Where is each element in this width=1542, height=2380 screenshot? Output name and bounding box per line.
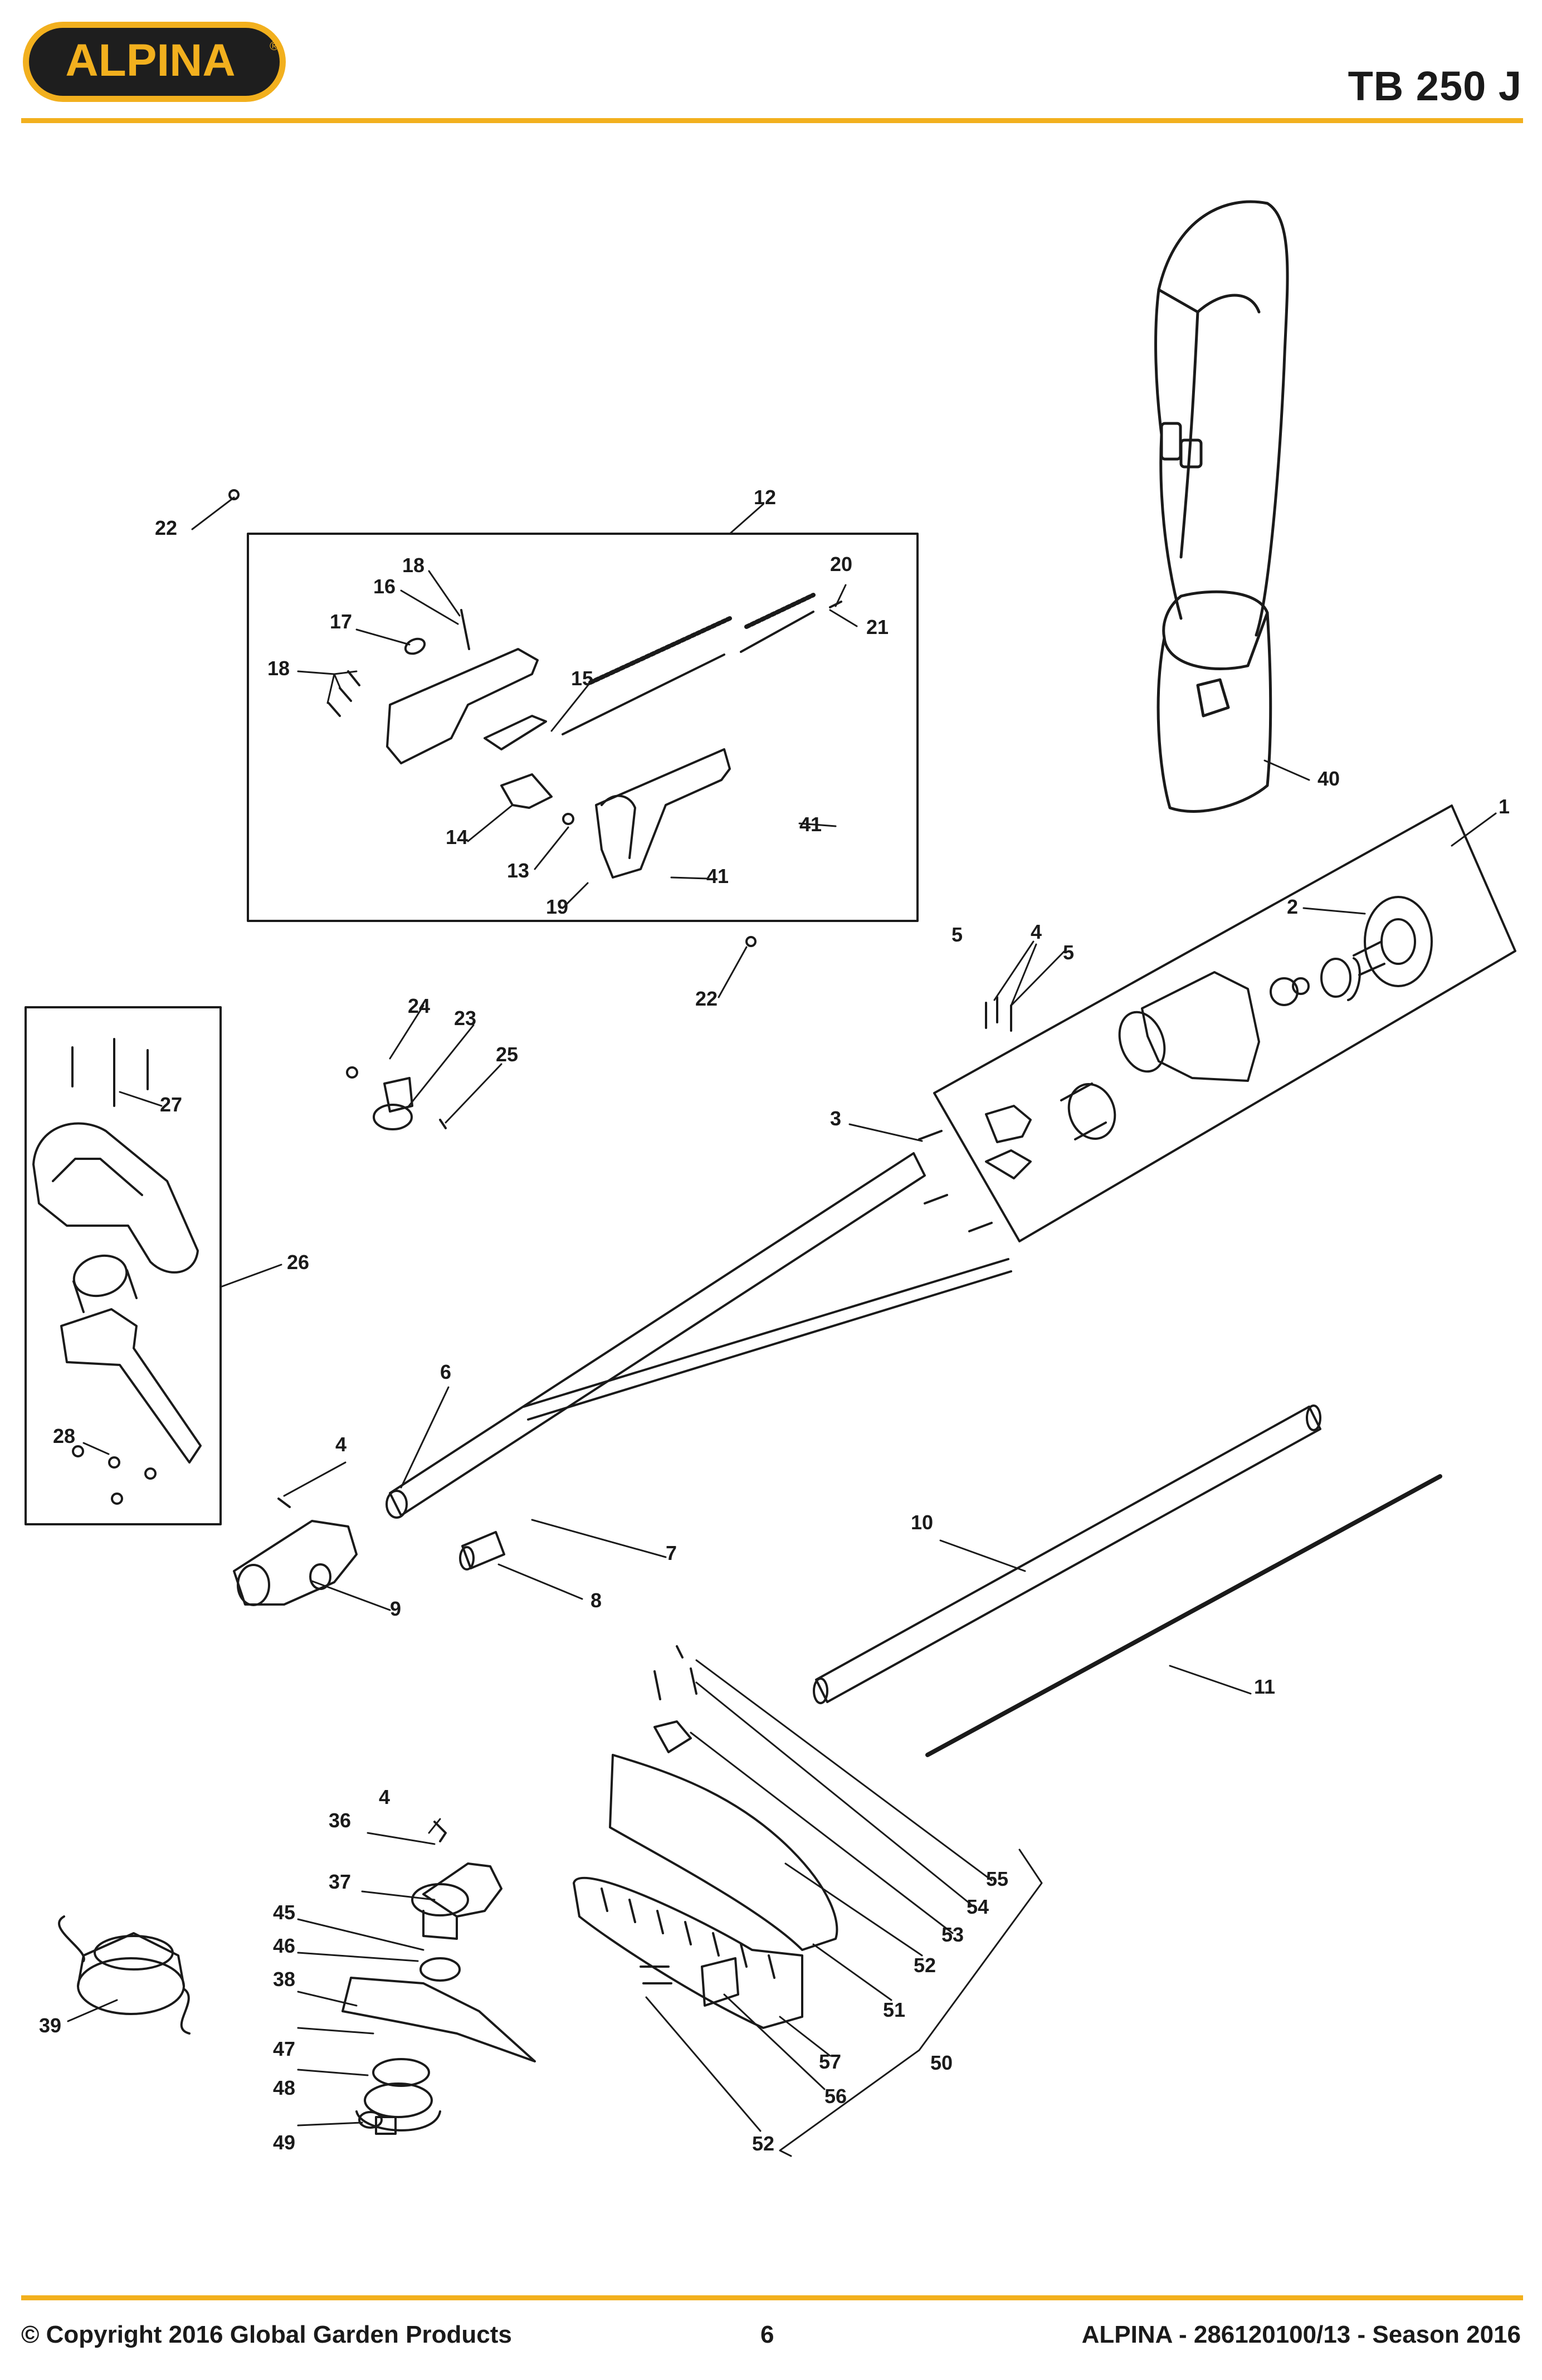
callout-45: 45 xyxy=(273,1901,295,1924)
callout-52b: 52 xyxy=(752,2132,774,2155)
lower-tube-part xyxy=(813,1404,1442,1757)
callout-40: 40 xyxy=(1317,767,1340,790)
callout-56: 56 xyxy=(824,2085,847,2108)
callout-4d: 4 xyxy=(379,1786,390,1808)
callout-21: 21 xyxy=(866,616,889,638)
callout-15: 15 xyxy=(571,667,593,690)
callout-48: 48 xyxy=(273,2076,295,2099)
callout-25: 25 xyxy=(496,1043,518,1066)
page-footer: © Copyright 2016 Global Garden Products … xyxy=(0,2295,1542,2380)
callout-57: 57 xyxy=(819,2050,841,2073)
header-divider xyxy=(21,118,1523,123)
callout-24: 24 xyxy=(408,994,430,1017)
callout-51: 51 xyxy=(883,1998,905,2021)
callout-52: 52 xyxy=(914,1954,936,1977)
coupling-part xyxy=(233,1520,505,1606)
group-frame-1 xyxy=(933,804,1516,1242)
callout-41: 41 xyxy=(799,813,822,836)
alpina-logo: ALPINA ® xyxy=(23,22,286,102)
callout-8: 8 xyxy=(591,1589,602,1612)
callout-23: 23 xyxy=(454,1007,476,1030)
gear-head-part xyxy=(341,1821,536,2135)
copyright-text: © Copyright 2016 Global Garden Products xyxy=(21,2321,512,2348)
callout-9: 9 xyxy=(390,1597,401,1620)
group-frame-26 xyxy=(25,1006,222,1525)
callout-3: 3 xyxy=(830,1107,841,1130)
callout-22b: 22 xyxy=(695,987,718,1010)
callout-55: 55 xyxy=(986,1867,1008,1890)
callout-5: 5 xyxy=(951,923,963,946)
logo-registered-mark: ® xyxy=(270,39,279,53)
trimmer-head-part xyxy=(58,1915,191,2035)
callout-4: 4 xyxy=(1031,920,1042,943)
callout-numbers: 1 2 3 4 5 5 6 7 8 9 10 11 12 13 14 15 16… xyxy=(39,486,1510,2155)
guard-part xyxy=(573,1645,838,2029)
logo-wordmark: ALPINA xyxy=(65,35,235,86)
footer-divider xyxy=(21,2295,1523,2300)
callout-1: 1 xyxy=(1499,795,1510,818)
callout-20: 20 xyxy=(830,553,852,576)
callout-47: 47 xyxy=(273,2037,295,2060)
callout-13: 13 xyxy=(507,859,529,882)
callout-4c: 4 xyxy=(335,1433,347,1456)
leader-lines xyxy=(67,496,1497,2157)
handle-part xyxy=(32,1038,202,1505)
harness-part xyxy=(1154,200,1289,813)
callout-28: 28 xyxy=(53,1425,75,1447)
page-number: 6 xyxy=(760,2321,774,2348)
clutch-housing-part xyxy=(985,896,1433,1179)
model-title: TB 250 J xyxy=(1348,63,1522,109)
callout-18: 18 xyxy=(402,554,424,577)
callout-26: 26 xyxy=(287,1251,309,1274)
callout-41b: 41 xyxy=(706,865,729,887)
callout-39: 39 xyxy=(39,2014,61,2037)
callout-5b: 5 xyxy=(1063,941,1074,964)
screw-set xyxy=(277,996,1012,1508)
callout-22: 22 xyxy=(155,516,177,539)
callout-6: 6 xyxy=(440,1360,451,1383)
callout-12: 12 xyxy=(754,486,776,509)
page-header: ALPINA ® TB 250 J xyxy=(0,0,1542,128)
callout-36: 36 xyxy=(329,1809,351,1832)
callout-49: 49 xyxy=(273,2131,295,2154)
callout-10: 10 xyxy=(911,1511,933,1534)
callout-54: 54 xyxy=(967,1895,989,1918)
document-reference: ALPINA - 286120100/13 - Season 2016 xyxy=(1081,2321,1521,2348)
callout-38: 38 xyxy=(273,1968,295,1991)
callout-14: 14 xyxy=(446,826,468,848)
callout-17: 17 xyxy=(330,610,352,633)
shaft-tube-part xyxy=(386,1152,1012,1519)
callout-27: 27 xyxy=(160,1093,182,1116)
callout-19: 19 xyxy=(546,895,568,918)
callout-50: 50 xyxy=(930,2051,953,2074)
callout-18b: 18 xyxy=(267,657,290,680)
callout-2: 2 xyxy=(1287,895,1298,918)
callout-16: 16 xyxy=(373,575,396,598)
callout-37: 37 xyxy=(329,1870,351,1893)
engine-housing-part xyxy=(328,593,842,879)
group-frame-12 xyxy=(247,533,919,922)
callout-46: 46 xyxy=(273,1934,295,1957)
callout-11: 11 xyxy=(1254,1675,1275,1698)
callout-7: 7 xyxy=(666,1542,677,1564)
callout-53: 53 xyxy=(941,1923,964,1946)
clamp-part xyxy=(228,489,757,1130)
